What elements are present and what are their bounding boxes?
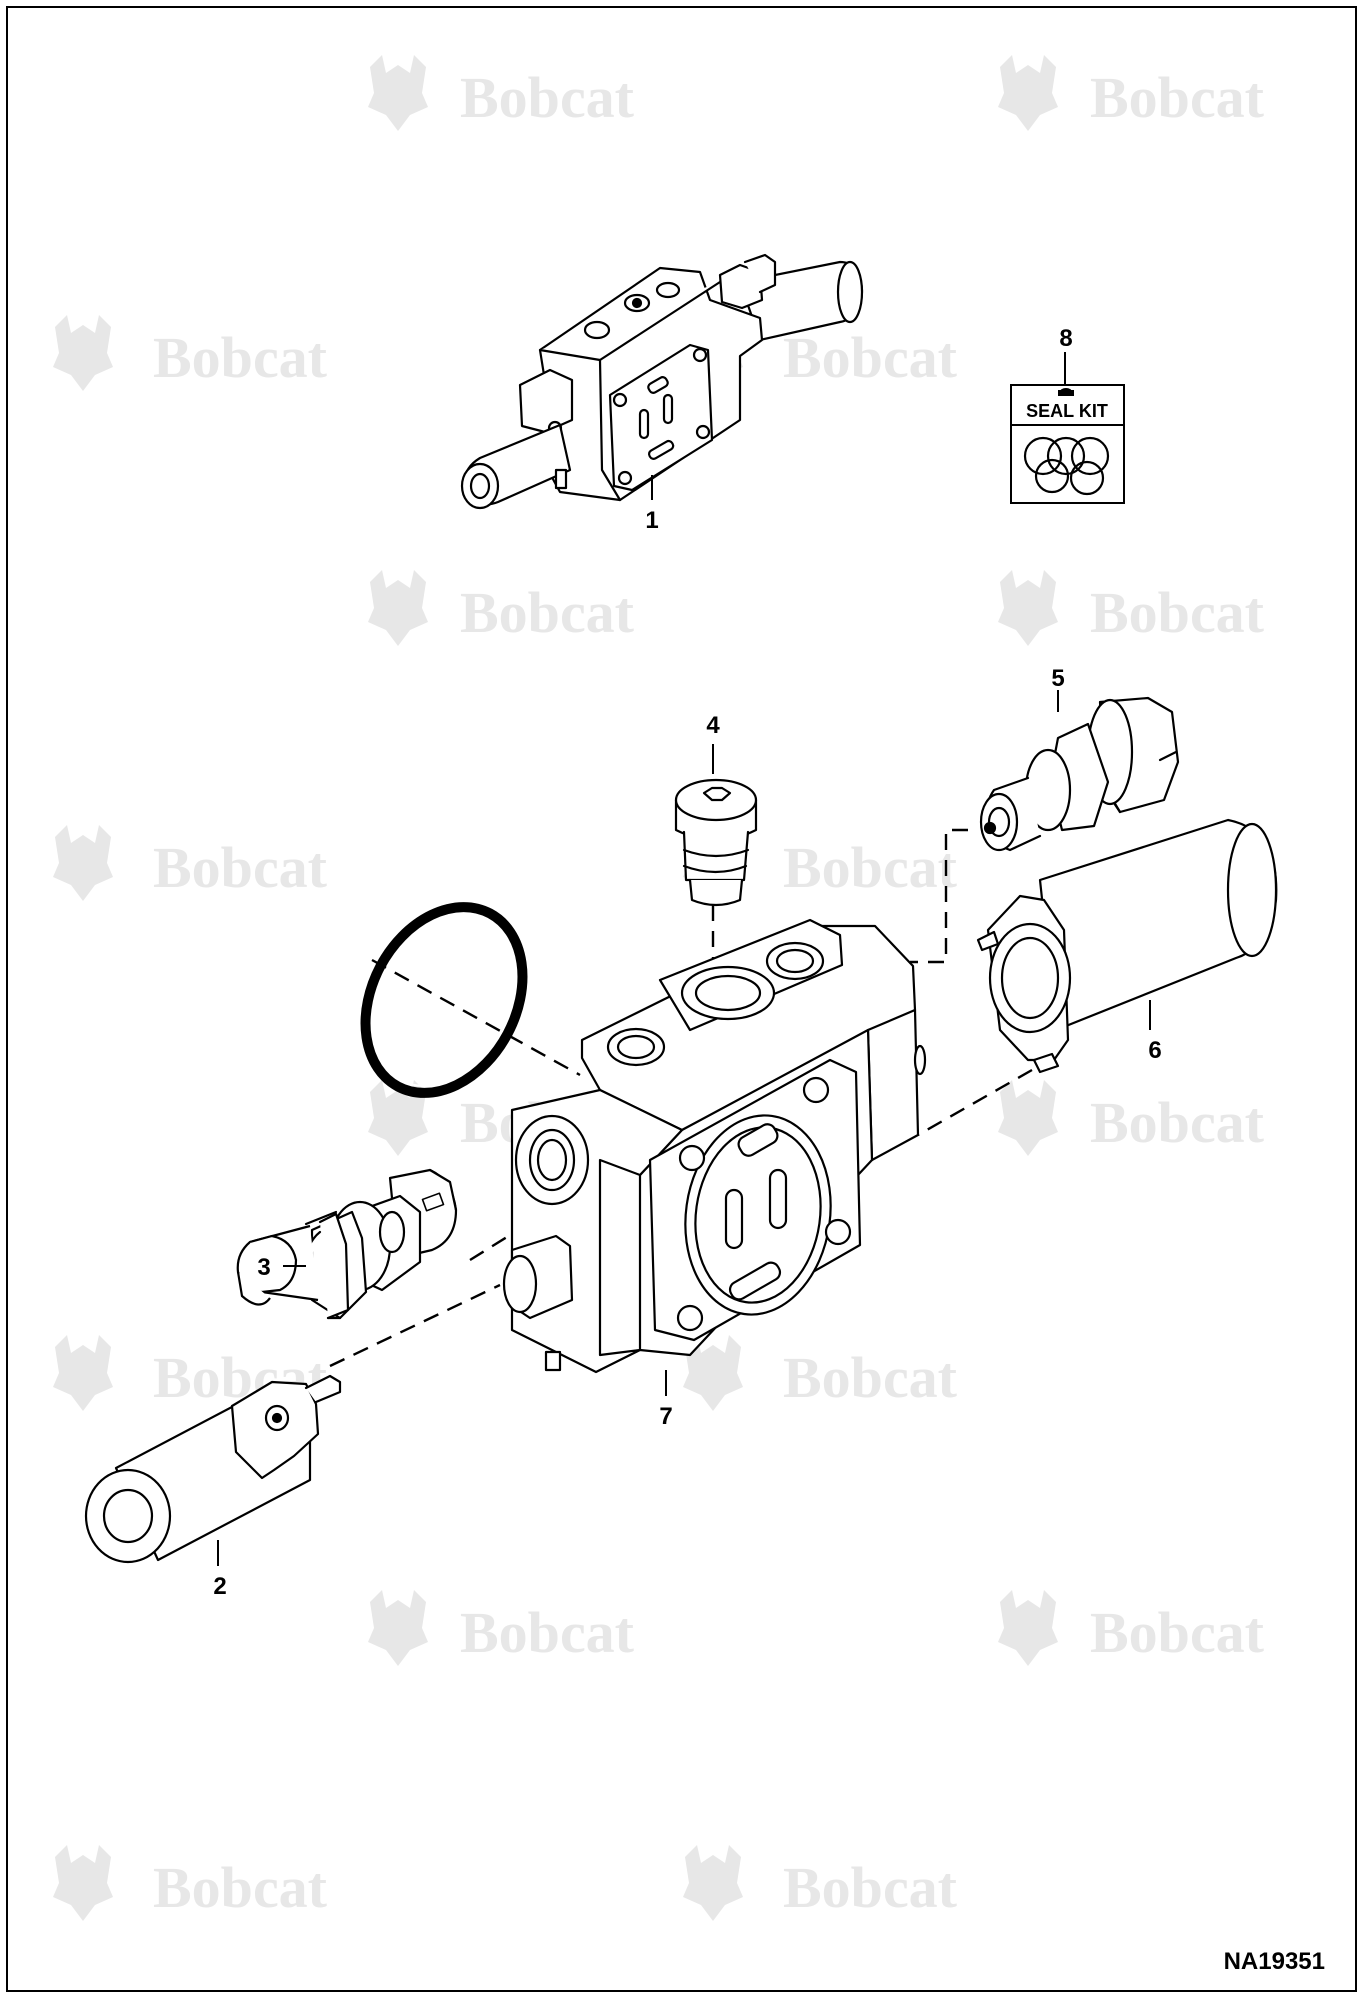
- spool-cap-housing: [976, 818, 1278, 1074]
- watermark-text: Bobcat: [153, 325, 328, 390]
- callout-4: 4: [706, 712, 720, 739]
- diagram-frame: [6, 6, 1357, 1992]
- callout-6: 6: [1148, 1037, 1161, 1064]
- watermark-text: Bobcat: [1090, 580, 1265, 645]
- relief-valve-cartridge: [979, 696, 1180, 852]
- watermark-text: Bobcat: [153, 835, 328, 900]
- valve-section-assembly: [460, 253, 864, 510]
- watermark-text: Bobcat: [1090, 65, 1265, 130]
- seal-kit-icon: SEAL KIT: [1010, 352, 1125, 504]
- watermark-text: Bobcat: [783, 1855, 958, 1920]
- port-plug: [674, 778, 758, 907]
- watermark-text: Bobcat: [783, 1345, 958, 1410]
- drawing-code: NA19351: [1223, 1948, 1325, 1975]
- callout-5: 5: [1051, 665, 1064, 692]
- watermark-text: Bobcat: [460, 65, 635, 130]
- watermark-text: Bobcat: [460, 1600, 635, 1665]
- watermark-text: Bobcat: [1090, 1600, 1265, 1665]
- callout-2: 2: [213, 1573, 226, 1600]
- watermark-text: Bobcat: [783, 835, 958, 900]
- watermark-layer: Bobcat Bobcat Bobcat Bobcat Bobcat Bobca…: [53, 55, 1265, 1921]
- watermark-text: Bobcat: [1090, 1090, 1265, 1155]
- callout-8: 8: [1059, 325, 1072, 352]
- valve-block: [502, 918, 927, 1374]
- spool-end-cap: [84, 1374, 342, 1564]
- callout-7: 7: [659, 1403, 672, 1430]
- relief-valve-plug: [298, 1168, 458, 1320]
- watermark-text: Bobcat: [460, 580, 635, 645]
- callout-3: 3: [257, 1254, 270, 1281]
- watermark-text: Bobcat: [783, 325, 958, 390]
- o-ring: [360, 902, 528, 1098]
- callout-1: 1: [645, 507, 658, 534]
- watermark-text: Bobcat: [153, 1855, 328, 1920]
- seal-kit-label: SEAL KIT: [1026, 401, 1108, 421]
